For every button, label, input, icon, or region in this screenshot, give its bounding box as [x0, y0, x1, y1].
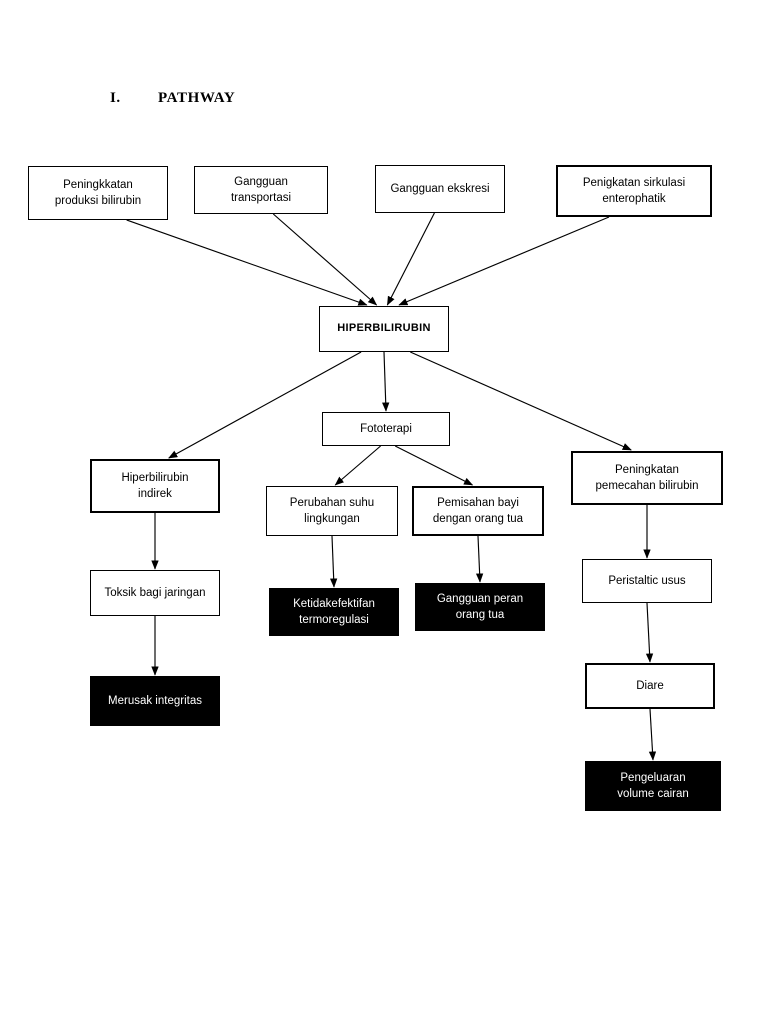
flow-node-n15: Peristaltic usus [582, 559, 712, 603]
flow-arrow-n6-to-n10 [334, 445, 381, 486]
flow-node-n13: Gangguan peran orang tua [415, 583, 545, 631]
page-title: I. PATHWAY [110, 90, 235, 107]
flow-node-label: pemecahan bilirubin [595, 480, 699, 492]
flow-node-label: Gangguan [234, 175, 288, 188]
flow-node-label: orang tua [455, 609, 505, 621]
flow-node-label: Gangguan ekskresi [390, 182, 490, 195]
flow-node-label: HIPERBILIRUBIN [337, 322, 431, 335]
heading-number: I. [110, 90, 121, 106]
flow-arrow-n15-to-n16 [645, 602, 654, 663]
flow-node-label: termoregulasi [299, 614, 369, 626]
flow-node-label: Peningkkatan [63, 178, 133, 191]
flow-node-label: transportasi [230, 192, 292, 204]
flow-node-label: Merusak integritas [108, 694, 202, 707]
flow-node-n11: Pemisahan bayi dengan orang tua [412, 486, 544, 536]
flow-arrow-n2-to-n5 [272, 213, 378, 306]
flow-node-n17: Pengeluaran volume cairan [585, 761, 721, 811]
flow-arrow-n10-to-n12 [329, 535, 338, 588]
flow-node-label: Ketidakefektifan [293, 597, 375, 610]
flow-node-n3: Gangguan ekskresi [375, 165, 505, 213]
flow-node-label: Peningkatan [615, 463, 679, 476]
flow-node-n16: Diare [585, 663, 715, 709]
flow-node-n12: Ketidakefektifan termoregulasi [269, 588, 399, 636]
flow-node-n14: Peningkatan pemecahan bilirubin [571, 451, 723, 505]
flow-node-label: enterophatik [602, 193, 666, 205]
flow-node-n7: Hiperbilirubin indirek [90, 459, 220, 513]
flow-node-label: Toksik bagi jaringan [104, 586, 206, 599]
flow-node-label: produksi bilirubin [54, 195, 142, 207]
flow-node-label: Penigkatan sirkulasi [582, 176, 686, 189]
flow-node-label: Hiperbilirubin [121, 471, 189, 484]
flow-arrow-n11-to-n13 [475, 535, 484, 583]
flow-node-n4: Penigkatan sirkulasi enterophatik [556, 165, 712, 217]
flow-node-label: Gangguan peran [436, 592, 524, 605]
flow-arrow-n6-to-n11 [394, 445, 474, 486]
flow-node-label: indirek [138, 488, 172, 500]
flow-node-label: lingkungan [304, 513, 360, 525]
flow-arrow-n4-to-n5 [398, 216, 610, 306]
flow-node-n2: Gangguan transportasi [194, 166, 328, 214]
flow-node-n5: HIPERBILIRUBIN [319, 306, 449, 352]
flow-arrow-n1-to-n5 [126, 219, 368, 306]
flow-node-n1: Peningkkatan produksi bilirubin [28, 166, 168, 220]
flow-node-label: Fototerapi [360, 422, 412, 435]
flow-arrow-n16-to-n17 [648, 708, 657, 761]
flow-node-n6: Fototerapi [322, 412, 450, 446]
flow-arrow-n3-to-n5 [386, 212, 435, 306]
flow-node-label: Peristaltic usus [608, 574, 686, 587]
flow-node-label: volume cairan [617, 788, 689, 800]
heading-title: PATHWAY [158, 90, 236, 106]
flow-node-label: Pemisahan bayi [437, 496, 519, 509]
flow-node-n10: Perubahan suhu lingkungan [266, 486, 398, 536]
flow-node-label: Diare [636, 679, 664, 692]
flow-arrow-n5-to-n6 [382, 351, 390, 412]
flow-node-label: Perubahan suhu [289, 496, 375, 509]
flow-node-n8: Toksik bagi jaringan [90, 570, 220, 616]
flow-node-label: Pengeluaran [620, 771, 686, 784]
flow-node-label: dengan orang tua [432, 513, 524, 525]
flow-node-n9: Merusak integritas [90, 676, 220, 726]
